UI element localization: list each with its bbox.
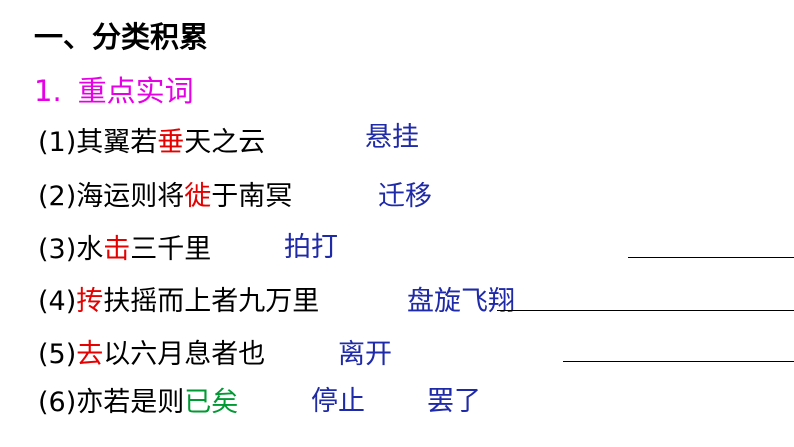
item-answer: 停止 bbox=[311, 386, 365, 417]
item-text-post: 于南冥 bbox=[211, 181, 293, 212]
list-item: (4)抟扶摇而上者九万里 bbox=[38, 279, 319, 318]
item-number: (4) bbox=[38, 286, 77, 317]
item-text-post: 三千里 bbox=[130, 234, 212, 265]
item-text-pre: 其翼若 bbox=[76, 127, 158, 158]
list-item: (6)亦若是则已矣 bbox=[38, 380, 238, 419]
section-title: 一、分类积累 bbox=[34, 20, 209, 54]
item-number: (1) bbox=[38, 127, 77, 158]
key-word: 去 bbox=[76, 339, 104, 370]
item-number: (3) bbox=[38, 234, 77, 265]
item-text-post: 扶摇而上者九万里 bbox=[103, 286, 320, 317]
item-number: (2) bbox=[38, 181, 77, 212]
answer-blank-line bbox=[497, 310, 794, 311]
item-text-pre: 水 bbox=[76, 234, 104, 265]
list-item: (5)去以六月息者也 bbox=[38, 332, 265, 371]
item-text-post: 以六月息者也 bbox=[103, 339, 266, 370]
list-item: (1)其翼若垂天之云 bbox=[38, 120, 265, 159]
subsection-heading: 1. 重点实词 bbox=[34, 68, 194, 110]
item-answer: 悬挂 bbox=[365, 122, 419, 153]
item-text-pre: 亦若是则 bbox=[76, 387, 185, 418]
item-number: (5) bbox=[38, 339, 77, 370]
key-word: 抟 bbox=[76, 286, 104, 317]
item-answer: 盘旋飞翔 bbox=[407, 286, 515, 317]
subsection-number: 1. bbox=[34, 74, 62, 108]
key-word: 已矣 bbox=[184, 387, 239, 418]
answer-blank-line bbox=[563, 361, 794, 362]
item-answer-alt: 罢了 bbox=[427, 386, 481, 417]
item-answer: 拍打 bbox=[284, 232, 338, 263]
item-answer: 迁移 bbox=[378, 181, 432, 212]
answer-blank-line bbox=[628, 257, 794, 258]
item-answer: 离开 bbox=[338, 339, 392, 370]
item-text-pre: 海运则将 bbox=[76, 181, 185, 212]
key-word: 击 bbox=[103, 234, 131, 265]
item-number: (6) bbox=[38, 387, 77, 418]
subsection-title: 重点实词 bbox=[77, 74, 194, 108]
list-item: (2)海运则将徙于南冥 bbox=[38, 174, 292, 213]
key-word: 垂 bbox=[157, 127, 185, 158]
key-word: 徙 bbox=[184, 181, 212, 212]
item-text-post: 天之云 bbox=[184, 127, 266, 158]
list-item: (3)水击三千里 bbox=[38, 227, 211, 266]
